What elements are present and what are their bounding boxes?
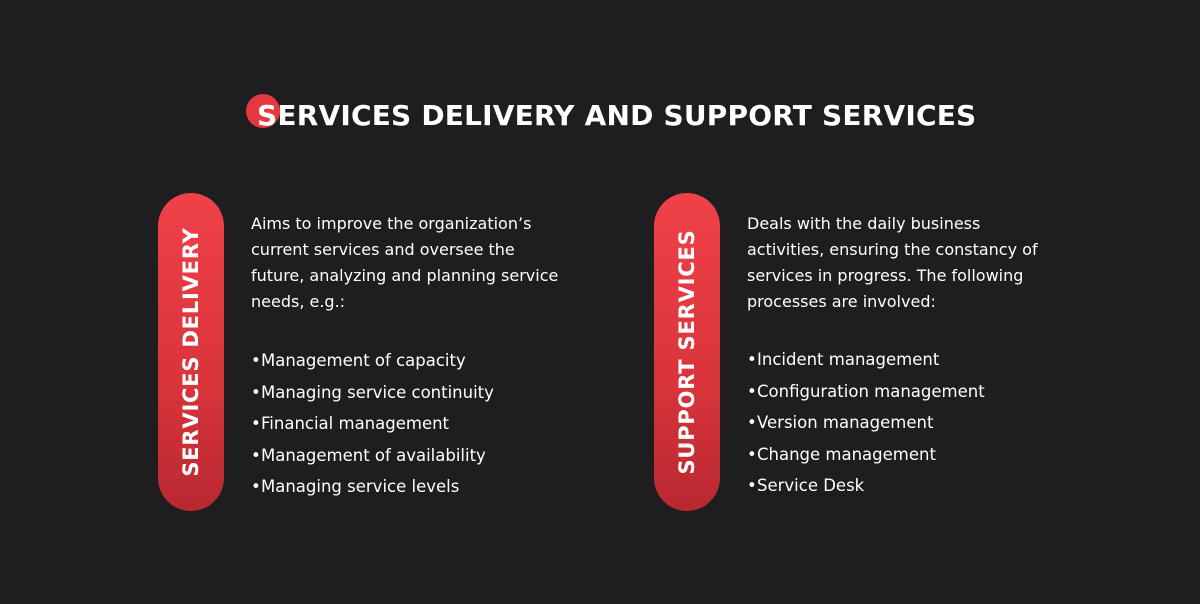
bullet-icon: •	[747, 350, 757, 369]
support-services-description: Deals with the daily business activities…	[747, 214, 1038, 311]
bullet-icon: •	[251, 445, 261, 465]
list-item: •Service Desk	[747, 470, 985, 502]
services-delivery-label: SERVICES DELIVERY	[179, 227, 203, 477]
bullet-icon: •	[747, 413, 757, 433]
list-item: •Incident management	[747, 344, 985, 376]
bullet-icon: •	[251, 477, 261, 497]
list-item: •Managing service levels	[251, 471, 494, 503]
list-item: •Managing service continuity	[251, 377, 494, 409]
bullet-icon: •	[747, 476, 757, 496]
page-title: SERVICES DELIVERY AND SUPPORT SERVICES	[257, 99, 977, 132]
bullet-icon: •	[251, 414, 261, 434]
bullet-icon: •	[747, 381, 757, 401]
list-item: •Management of availability	[251, 440, 494, 472]
services-delivery-pill: SERVICES DELIVERY	[158, 193, 224, 511]
support-services-column: Deals with the daily business activities…	[747, 211, 1067, 495]
support-services-pill: SUPPORT SERVICES	[654, 193, 720, 511]
list-item: •Financial management	[251, 408, 494, 440]
title-accent-dot	[246, 94, 280, 128]
support-services-label: SUPPORT SERVICES	[675, 229, 699, 475]
bullet-icon: •	[251, 351, 261, 370]
support-services-list: •Incident management •Configuration mana…	[747, 344, 985, 502]
bullet-icon: •	[251, 382, 261, 402]
services-delivery-column: Aims to improve the organization’s curre…	[251, 211, 571, 496]
list-item: •Change management	[747, 439, 985, 471]
services-delivery-list: •Management of capacity •Managing servic…	[251, 345, 494, 503]
services-delivery-description: Aims to improve the organization’s curre…	[251, 214, 559, 311]
list-item: •Management of capacity	[251, 345, 494, 377]
bullet-icon: •	[747, 444, 757, 464]
list-item: •Configuration management	[747, 376, 985, 408]
list-item: •Version management	[747, 407, 985, 439]
